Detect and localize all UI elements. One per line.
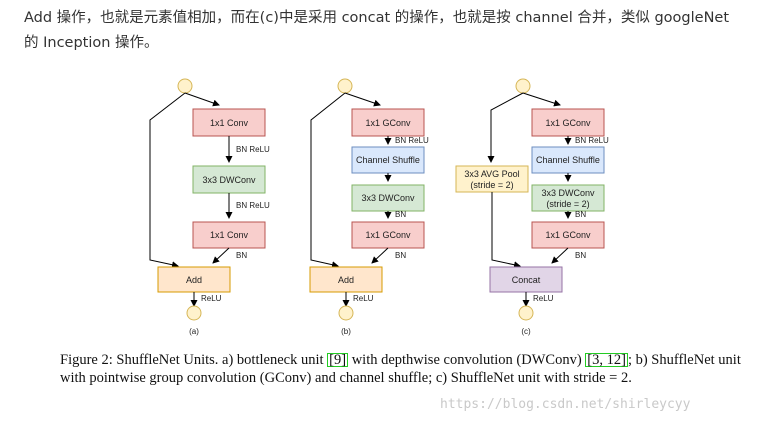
intro-paragraph: Add 操作，也就是元素值相加，而在(c)中是采用 concat 的操作，也就是…: [24, 6, 754, 56]
unit-c-sublabel: (c): [521, 327, 531, 336]
unit-a-edge2-label: BN ReLU: [236, 201, 270, 210]
unit-c-concat-label: Concat: [512, 275, 541, 285]
unit-c-gconv2: [531, 221, 605, 249]
unit-b-gconv2-label: 1x1 GConv: [365, 230, 411, 240]
unit-b-dwconv-label: 3x3 DWConv: [361, 193, 415, 203]
unit-c-edge3-label: BN: [575, 251, 586, 260]
unit-c-shuffle: [531, 146, 605, 174]
unit-a-dwconv-label: 3x3 DWConv: [202, 175, 256, 185]
unit-b-shuffle: [351, 146, 425, 174]
unit-c-output-node: [518, 305, 534, 321]
unit-b-add-label: Add: [338, 275, 354, 285]
unit-a-edge1-label: BN ReLU: [236, 145, 270, 154]
unit-c-edge2-label: BN: [575, 210, 586, 219]
unit-b-gconv1-label: 1x1 GConv: [365, 118, 411, 128]
unit-c-dwconv-label-2: (stride = 2): [546, 199, 589, 209]
unit-c-gconv1: [531, 108, 605, 137]
unit-c-gconv2-label: 1x1 GConv: [545, 230, 591, 240]
unit-c-link-in: [522, 92, 561, 107]
unit-a-conv1-label: 1x1 Conv: [210, 118, 249, 128]
unit-b-shortcut: [310, 92, 346, 269]
unit-c-dwconv-label-1: 3x3 DWConv: [541, 188, 595, 198]
unit-a-sublabel: (a): [189, 327, 199, 336]
unit-b-link-in: [344, 92, 381, 107]
unit-c-avgpool-label-1: 3x3 AVG Pool: [464, 169, 519, 179]
unit-a-edge3-label: BN: [236, 251, 247, 260]
unit-c-avgpool-label-2: (stride = 2): [470, 180, 513, 190]
unit-c-shuffle-label: Channel Shuffle: [536, 155, 600, 165]
unit-c-dwconv: [531, 184, 605, 212]
unit-c-relu-label: ReLU: [533, 294, 554, 303]
unit-a-add: [157, 266, 231, 293]
figure-caption: Figure 2: ShuffleNet Units. a) bottlenec…: [60, 351, 760, 387]
unit-c: 3x3 AVG Pool (stride = 2) 1x1 GConv BN R…: [455, 78, 609, 336]
intro-line-1: Add 操作，也就是元素值相加，而在(c)中是采用 concat 的操作，也就是…: [24, 10, 730, 26]
unit-b-gconv1: [351, 108, 425, 137]
unit-a-conv2-label: 1x1 Conv: [210, 230, 249, 240]
unit-a-link-in: [184, 92, 220, 107]
unit-a-input-node: [177, 78, 193, 94]
unit-c-edge1-label: BN ReLU: [575, 136, 609, 145]
intro-line-2: 的 Inception 操作。: [24, 35, 159, 51]
caption-text-1: Figure 2: ShuffleNet Units. a) bottlenec…: [60, 352, 328, 368]
caption-text-3: ; b) ShuffleNet unit with pointwise grou…: [60, 352, 741, 386]
unit-c-gconv1-label: 1x1 GConv: [545, 118, 591, 128]
watermark: https://blog.csdn.net/shirleycyy: [440, 397, 691, 412]
unit-b-add: [309, 266, 383, 293]
unit-b-gconv2: [351, 221, 425, 249]
unit-c-input-node: [515, 78, 531, 94]
unit-a-relu-label: ReLU: [201, 294, 222, 303]
unit-c-pool-to-concat: [491, 192, 521, 269]
unit-a-output-node: [186, 305, 202, 321]
unit-b-shuffle-label: Channel Shuffle: [356, 155, 420, 165]
unit-b-edge3-label: BN: [395, 251, 406, 260]
unit-c-concat: [489, 266, 563, 293]
unit-b-output-node: [338, 305, 354, 321]
caption-text-2: with depthwise convolution (DWConv): [348, 352, 586, 368]
unit-b-dwconv: [351, 184, 425, 212]
unit-c-link-pool: [487, 92, 524, 163]
unit-a-add-label: Add: [186, 275, 202, 285]
unit-a: 1x1 Conv BN ReLU 3x3 DWConv BN ReLU 1x1 …: [149, 78, 270, 336]
unit-b-input-node: [337, 78, 353, 94]
citation-link-9[interactable]: [9]: [327, 352, 349, 368]
unit-b-sublabel: (b): [341, 327, 351, 336]
unit-b-edge1-label: BN ReLU: [395, 136, 429, 145]
unit-b: 1x1 GConv BN ReLU Channel Shuffle 3x3 DW…: [309, 78, 429, 336]
unit-a-conv1: [192, 108, 266, 137]
shufflenet-figure: 1x1 Conv BN ReLU 3x3 DWConv BN ReLU 1x1 …: [149, 78, 609, 336]
unit-b-edge2-label: BN: [395, 210, 406, 219]
unit-a-shortcut: [149, 92, 186, 269]
citation-link-3-12[interactable]: [3, 12]: [585, 352, 628, 368]
unit-b-relu-label: ReLU: [353, 294, 374, 303]
